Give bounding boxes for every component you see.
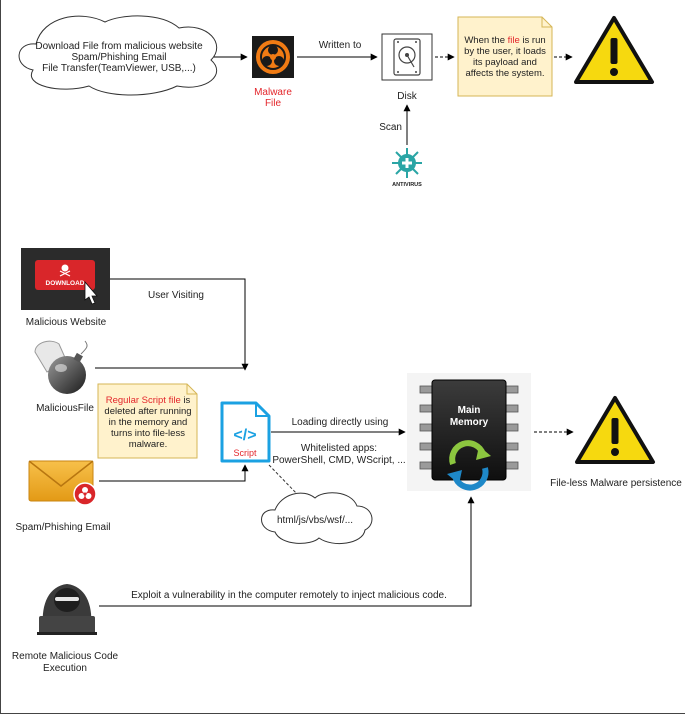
malicious-file-label: MaliciousFile [36,403,94,414]
written-to-label: Written to [319,40,362,51]
cloud-script-types: html/js/vbs/wsf/... [277,515,353,526]
malware-label-1: Malware [254,87,292,98]
disk-icon [381,33,433,81]
spam-email-label: Spam/Phishing Email [15,522,110,533]
script-file-icon: </> Script [220,401,271,463]
cloud-line-2: Spam/Phishing Email [71,52,166,63]
exploit-label: Exploit a vulnerability in the computer … [131,590,447,601]
arrow-remote-to-memory [99,496,475,607]
whitelisted-line-1: Whitelisted apps: [301,443,377,454]
biohazard-icon [252,36,294,78]
bottom-note: Regular Script file is deleted after run… [97,383,198,459]
script-label: Script [233,448,257,458]
arrow-website-to-script [110,278,249,371]
antivirus-icon: ANTIVIRUS [392,148,422,188]
main-memory-chip-icon: Main Memory [407,373,531,491]
cloud-line-3: File Transfer(TeamViewer, USB,...) [42,63,196,74]
bottom-note-line-1: Regular Script file is [106,395,191,406]
hand-cursor-icon [84,280,98,305]
hacker-icon [37,584,97,635]
top-note-line-3: its payload and [473,57,537,68]
download-website-icon: DOWNLOAD [21,248,110,310]
top-note: When the file is run by the user, it loa… [457,16,553,97]
remote-label-2: Execution [43,663,87,674]
memory-label-2: Memory [450,417,489,428]
antivirus-label: ANTIVIRUS [392,182,422,188]
spam-email-icon [28,460,97,506]
download-button-text: DOWNLOAD [46,280,85,287]
warning-icon-bottom [575,396,655,464]
user-visiting-label: User Visiting [148,290,204,301]
whitelisted-line-2: PowerShell, CMD, WScript, ... [272,455,405,466]
code-icon: </> [233,427,256,444]
top-note-line-1: When the file is run [464,35,545,46]
malicious-website-label: Malicious Website [26,317,107,328]
warning-icon-top [574,16,654,84]
loading-label: Loading directly using [292,417,389,428]
arrow-email-to-script [99,464,249,482]
remote-label-1: Remote Malicious Code [12,651,119,662]
persistence-label: File-less Malware persistence [550,478,682,489]
dashed-script-to-cloud [268,464,300,497]
bottom-note-line-4: turns into file-less [111,428,185,439]
top-note-line-4: affects the system. [465,68,544,79]
malicious-file-bomb-icon [34,340,88,394]
scan-label: Scan [379,122,402,133]
bottom-note-line-5: malware. [129,439,168,450]
malware-label-2: File [265,98,282,109]
memory-label-1: Main [458,405,481,416]
disk-label: Disk [397,91,417,102]
bottom-note-line-2: deleted after running [104,406,191,417]
script-type-cloud: html/js/vbs/wsf/... [261,492,373,545]
bottom-note-line-3: in the memory and [109,417,188,428]
cloud-line-1: Download File from malicious website [35,41,203,52]
top-note-line-2: by the user, it loads [464,46,546,57]
sync-arrows-icon [447,440,491,491]
source-cloud: Download File from malicious website Spa… [18,15,218,96]
